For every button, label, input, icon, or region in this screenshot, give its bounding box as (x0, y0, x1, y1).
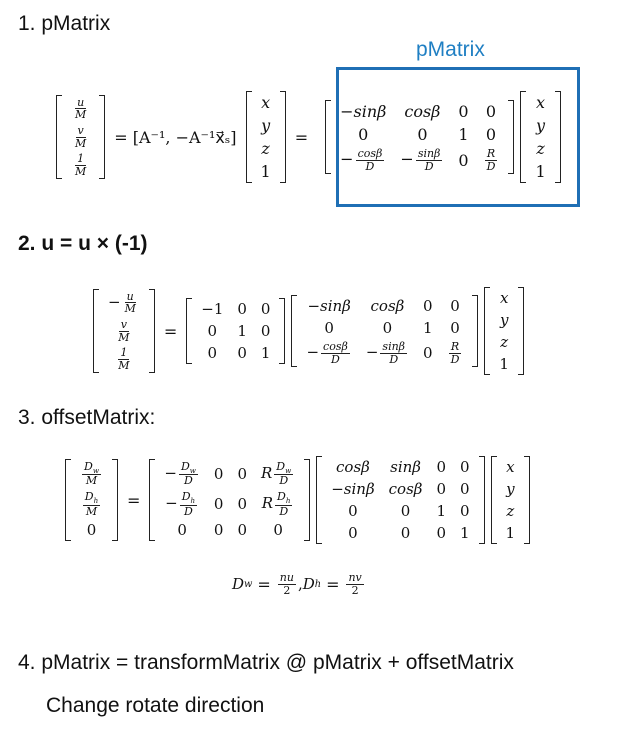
pmatrix-highlight-box (336, 67, 580, 207)
heading-u-negate: 2. u = u × (-1) (18, 232, 148, 255)
pmatrix-box-label: pMatrix (416, 38, 485, 61)
xyz1-vector-2: x y z 1 (483, 287, 525, 375)
note-rotate-direction: Change rotate direction (46, 694, 265, 717)
projection-expression: = [A⁻¹, −A⁻¹x⃗ₛ] (114, 127, 237, 147)
heading-transform: 4. pMatrix = transformMatrix @ pMatrix +… (18, 651, 514, 674)
heading-pmatrix: 1. pMatrix (18, 12, 111, 35)
xyz1-vector: x y z 1 (245, 91, 287, 183)
xyz1-vector-rhs: x y z 1 (519, 91, 561, 183)
xyz1-vector-3: x y z 1 (490, 456, 532, 544)
heading-offset-matrix: 3. offsetMatrix: (18, 406, 156, 429)
